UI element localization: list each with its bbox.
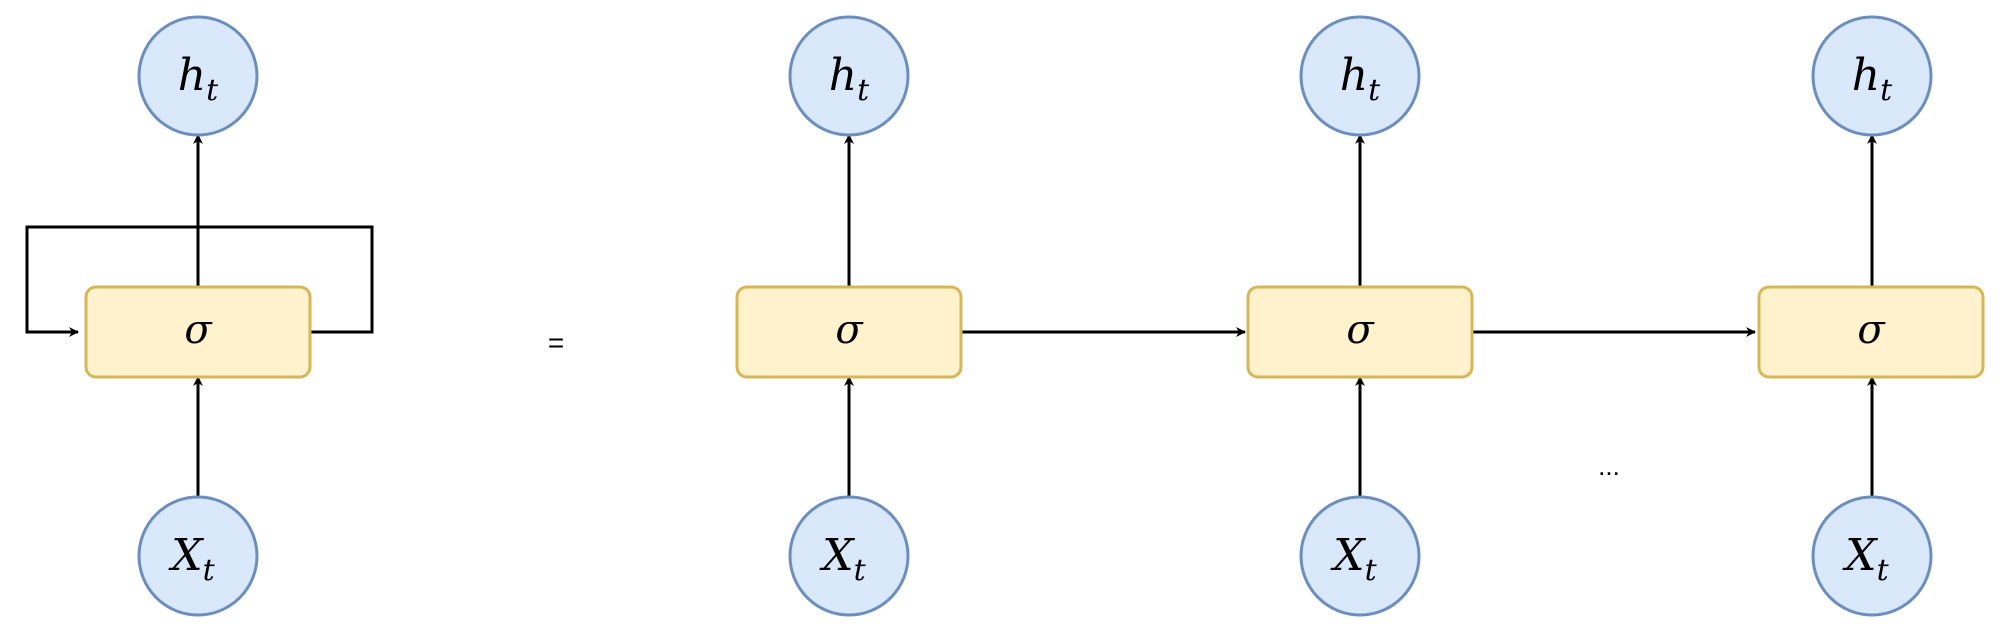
svg-text:Xt: Xt — [819, 530, 866, 588]
step-3-cell: σ — [1757, 285, 1985, 379]
sigma-label: σ — [1346, 307, 1375, 353]
step-3-input-node: Xt — [1811, 495, 1933, 617]
step-1-cell: σ — [735, 285, 963, 379]
svg-text:ht: ht — [829, 50, 870, 108]
unrolled-rnn: ht σ Xt ht — [735, 15, 1985, 617]
folded-input-node: Xt — [137, 495, 259, 617]
svg-text:Xt: Xt — [168, 530, 215, 588]
input-subscript: t — [1365, 553, 1378, 588]
folded-rnn: ht σ Xt — [25, 15, 374, 617]
input-var: X — [168, 530, 204, 581]
output-var: h — [1340, 50, 1368, 101]
unrolled-step-2: ht σ Xt — [1246, 15, 1474, 617]
output-var: h — [829, 50, 857, 101]
output-subscript: t — [206, 73, 219, 108]
step-2-input-node: Xt — [1299, 495, 1421, 617]
svg-text:ht: ht — [1340, 50, 1381, 108]
svg-text:ht: ht — [178, 50, 219, 108]
input-subscript: t — [1877, 553, 1890, 588]
output-subscript: t — [1368, 73, 1381, 108]
svg-text:Xt: Xt — [1330, 530, 1377, 588]
sigma-label: σ — [835, 307, 864, 353]
output-subscript: t — [857, 73, 870, 108]
step-2-cell: σ — [1246, 285, 1474, 379]
unrolled-step-1: ht σ Xt — [735, 15, 963, 617]
equals-sign: = — [548, 327, 564, 358]
output-var: h — [1852, 50, 1880, 101]
step-2-output-node: ht — [1299, 15, 1421, 137]
input-var: X — [819, 530, 855, 581]
step-3-output-node: ht — [1811, 15, 1933, 137]
sigma-label: σ — [184, 307, 213, 353]
folded-cell: σ — [84, 285, 312, 379]
input-subscript: t — [203, 553, 216, 588]
ellipsis: ... — [1598, 451, 1620, 481]
step-1-input-node: Xt — [788, 495, 910, 617]
svg-text:Xt: Xt — [1842, 530, 1889, 588]
folded-output-node: ht — [137, 15, 259, 137]
step-1-output-node: ht — [788, 15, 910, 137]
output-var: h — [178, 50, 206, 101]
sigma-label: σ — [1857, 307, 1886, 353]
output-subscript: t — [1880, 73, 1893, 108]
input-subscript: t — [854, 553, 867, 588]
unrolled-step-3: ht σ Xt — [1757, 15, 1985, 617]
input-var: X — [1330, 530, 1366, 581]
svg-text:ht: ht — [1852, 50, 1893, 108]
input-var: X — [1842, 530, 1878, 581]
